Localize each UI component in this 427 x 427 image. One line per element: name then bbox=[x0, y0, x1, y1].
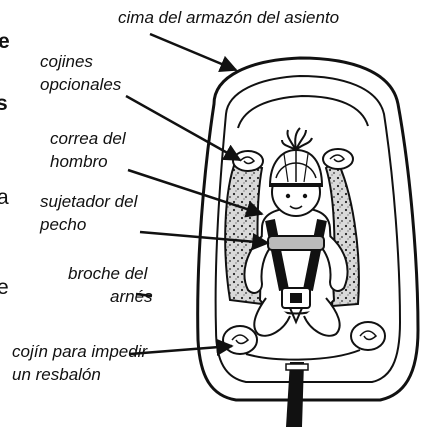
label-cushions: cojines opcionales bbox=[40, 50, 121, 96]
label-line: broche del bbox=[68, 264, 148, 283]
label-line: pecho bbox=[40, 215, 87, 234]
cropped-text-fragment: s bbox=[0, 92, 8, 115]
label-line: sujetador del bbox=[40, 192, 138, 211]
cropped-text-fragment: a bbox=[0, 186, 9, 209]
cropped-text-fragment: e bbox=[0, 30, 10, 53]
seat-bottom-cushion bbox=[245, 349, 361, 361]
label-shoulder-strap: correa del hombro bbox=[50, 127, 126, 173]
label-shell-top: cima del armazón del asiento bbox=[118, 8, 340, 27]
label-line: opcionales bbox=[40, 75, 122, 94]
label-line: arnés bbox=[110, 287, 153, 306]
chest-clip bbox=[267, 235, 325, 251]
leader-lines bbox=[125, 32, 270, 356]
label-line: un resbalón bbox=[12, 365, 101, 384]
label-line: hombro bbox=[50, 152, 108, 171]
label-line: cojines bbox=[40, 52, 93, 71]
baby-left-leg bbox=[253, 297, 291, 337]
label-harness-buckle: broche del arnés bbox=[68, 262, 153, 308]
label-line: cojín para impedir bbox=[12, 342, 148, 361]
cropped-text-fragment: e bbox=[0, 276, 9, 299]
shoulder-strap-left bbox=[265, 219, 289, 291]
left-cushion-roll bbox=[232, 150, 264, 172]
baby-right-arm bbox=[321, 235, 349, 292]
right-cushion-roll bbox=[322, 148, 354, 170]
label-anti-slip: cojín para impedir un resbalón bbox=[12, 340, 147, 386]
bottom-left-roll bbox=[222, 325, 258, 355]
label-chest-clip: sujetador del pecho bbox=[40, 190, 137, 236]
label-line: correa del bbox=[50, 129, 126, 148]
bottom-right-roll bbox=[350, 321, 386, 351]
shoulder-strap-right bbox=[303, 219, 327, 291]
hat-pompom bbox=[281, 127, 313, 151]
baby-right-leg bbox=[303, 297, 341, 337]
crotch-strap bbox=[286, 362, 304, 427]
